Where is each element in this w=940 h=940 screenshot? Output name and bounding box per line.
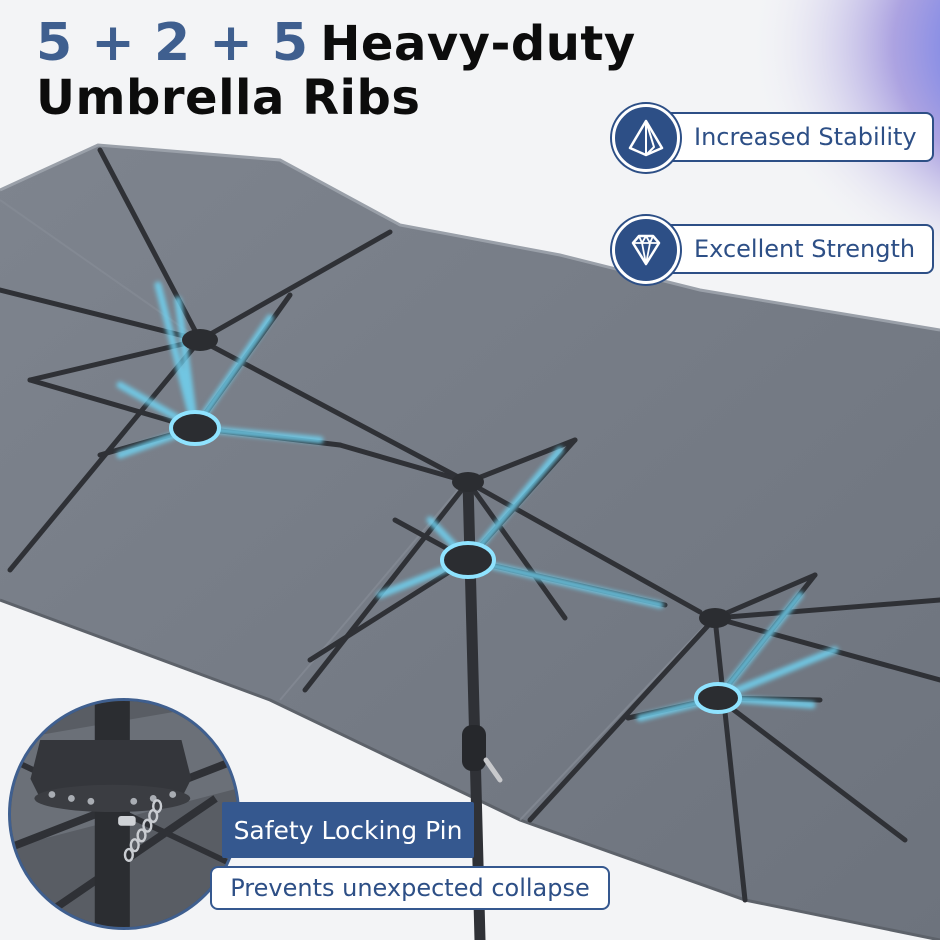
locking-pin-subtitle: Prevents unexpected collapse bbox=[210, 866, 610, 910]
chain-icon bbox=[123, 799, 163, 862]
headline-line1: Heavy-duty bbox=[320, 16, 636, 72]
feature-strength-label: Excellent Strength bbox=[694, 235, 916, 263]
locking-pin-closeup bbox=[8, 698, 240, 930]
crank-handle bbox=[462, 725, 503, 783]
headline-line2: Umbrella Ribs bbox=[36, 70, 421, 127]
locking-pin-title: Safety Locking Pin bbox=[222, 802, 474, 858]
umbrella-ribs bbox=[0, 147, 940, 940]
pyramid-icon bbox=[612, 104, 680, 172]
headline-numbers: 5 + 2 + 5 bbox=[36, 13, 309, 73]
diamond-icon bbox=[612, 216, 680, 284]
rib-hubs bbox=[169, 329, 742, 714]
feature-stability-pill: Increased Stability bbox=[648, 112, 934, 162]
feature-stability-label: Increased Stability bbox=[694, 123, 917, 151]
feature-strength: Excellent Strength bbox=[612, 216, 934, 284]
headline: 5 + 2 + 5 Heavy-duty Umbrella Ribs bbox=[36, 14, 636, 126]
feature-stability: Increased Stability bbox=[612, 104, 934, 172]
feature-strength-pill: Excellent Strength bbox=[648, 224, 934, 274]
